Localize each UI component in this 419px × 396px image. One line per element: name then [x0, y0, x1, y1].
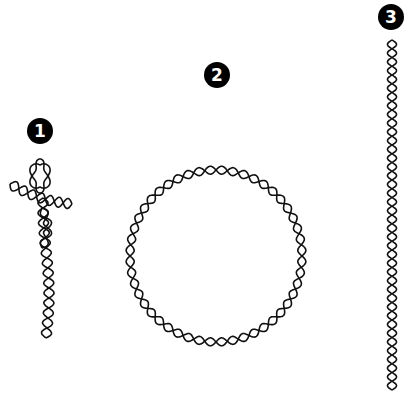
supercoiled-loop	[30, 164, 50, 193]
linear-dna	[388, 40, 397, 390]
callout-number: 3	[378, 4, 404, 30]
supercoiled-stem	[38, 198, 54, 338]
relaxed-circle-dna	[126, 166, 306, 346]
linear-dna	[388, 40, 397, 390]
supercoiled-twist	[40, 208, 51, 248]
callout-number: 2	[204, 62, 230, 88]
supercoiled-twist	[40, 208, 51, 248]
callout-number: 1	[27, 118, 53, 144]
supercoiled-stem	[38, 198, 54, 338]
supercoiled-loop	[30, 159, 50, 188]
relaxed-circle-dna	[126, 166, 306, 346]
supercoiled-crossbar	[10, 182, 72, 208]
